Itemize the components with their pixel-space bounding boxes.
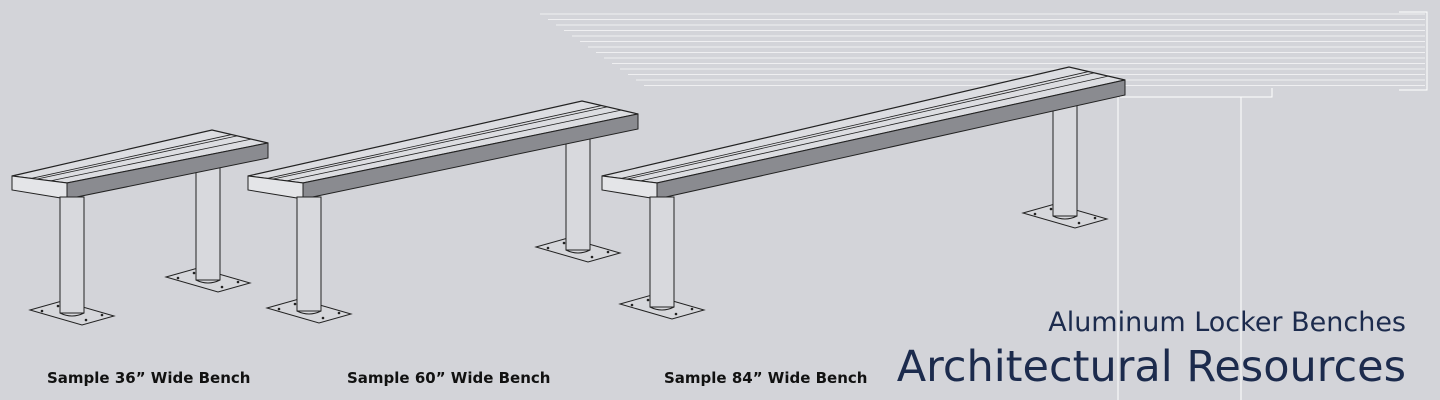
bolt-hole xyxy=(84,318,88,322)
subtitle: Aluminum Locker Benches xyxy=(1048,307,1406,338)
bolt-hole xyxy=(192,271,196,275)
bolt-hole xyxy=(590,255,594,259)
bolt-hole xyxy=(630,303,634,307)
bolt-hole xyxy=(562,241,566,245)
bench-leg xyxy=(296,196,322,312)
bench-leg xyxy=(565,129,591,251)
bolt-hole xyxy=(606,250,610,254)
bolt-hole xyxy=(674,312,678,316)
bolt-hole xyxy=(690,307,694,311)
bolt-hole xyxy=(1049,207,1053,211)
bolt-hole xyxy=(40,309,44,313)
bolt-hole xyxy=(646,298,650,302)
bolt-hole xyxy=(293,302,297,306)
bolt-hole xyxy=(220,285,224,289)
bolt-hole xyxy=(277,307,281,311)
seat-groove xyxy=(626,72,1095,180)
bolt-hole xyxy=(236,280,240,284)
guide-line xyxy=(1120,88,1273,98)
bolt-hole xyxy=(337,311,341,315)
bolt-hole xyxy=(176,276,180,280)
bench-leg xyxy=(1052,97,1078,217)
leg-base-curve xyxy=(1052,215,1078,220)
leg-base-curve xyxy=(59,312,85,317)
bolt-hole xyxy=(1077,221,1081,225)
bolt-hole xyxy=(56,304,60,308)
caption-84-bench: Sample 84” Wide Bench xyxy=(664,369,868,387)
seat-groove xyxy=(31,134,232,179)
seat-groove xyxy=(640,75,1109,182)
leg-base-curve xyxy=(296,310,322,315)
brand-title: Architectural Resources xyxy=(896,342,1406,392)
seat-groove xyxy=(272,106,608,180)
seat-groove xyxy=(50,138,252,182)
bench-leg xyxy=(649,196,675,308)
bench-leg xyxy=(59,196,85,314)
leg-base-curve xyxy=(565,249,591,254)
bolt-hole xyxy=(100,313,104,317)
bolt-hole xyxy=(321,316,325,320)
caption-60-bench: Sample 60” Wide Bench xyxy=(347,369,551,387)
guide-line xyxy=(1399,11,1428,91)
bench-leg xyxy=(195,165,221,281)
seat-groove xyxy=(286,109,622,182)
seat-groove xyxy=(621,71,1089,179)
leg-base-curve xyxy=(195,279,221,284)
bolt-hole xyxy=(1033,212,1037,216)
caption-36-bench: Sample 36” Wide Bench xyxy=(47,369,251,387)
seat-groove xyxy=(36,135,238,180)
leg-base-curve xyxy=(649,306,675,311)
bolt-hole xyxy=(1093,216,1097,220)
seat-groove xyxy=(267,105,602,179)
bolt-hole xyxy=(546,246,550,250)
